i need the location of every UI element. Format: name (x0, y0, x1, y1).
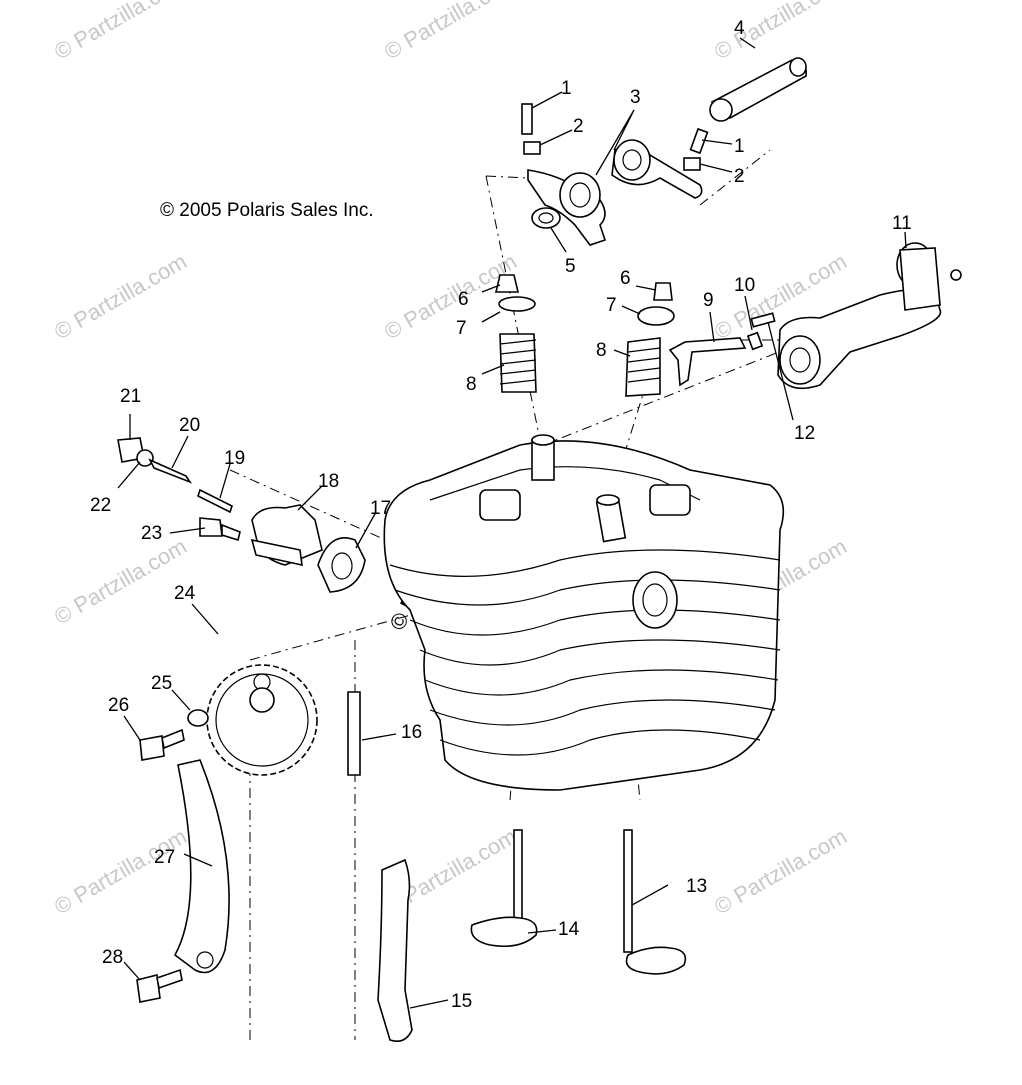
callout-2: 2 (573, 116, 584, 137)
callout-19: 19 (224, 448, 245, 469)
callout-14: 14 (558, 919, 580, 940)
callout-8: 8 (466, 374, 477, 395)
callout-12: 12 (794, 423, 815, 444)
gasket (317, 537, 366, 593)
callout-labels: 1 1 2 2 3 4 5 6 6 7 7 8 8 9 10 11 12 13 … (90, 18, 912, 1012)
watermark: © Partzilla.com (50, 824, 191, 920)
callout-1: 1 (734, 136, 745, 157)
watermark: © Partzilla.com (380, 249, 521, 345)
callout-6: 6 (458, 289, 469, 310)
callout-10: 10 (734, 275, 755, 296)
watermark: © Partzilla.com (50, 249, 191, 345)
callout-28: 28 (102, 947, 123, 968)
camshaft-assembly (668, 242, 962, 390)
leader-lines (117, 37, 907, 1009)
cam-chain (347, 691, 361, 776)
callout-20: 20 (179, 415, 200, 436)
chain-guide-front (377, 858, 413, 1043)
valves (470, 829, 687, 975)
callout-25: 25 (151, 673, 172, 694)
callout-15: 15 (451, 991, 472, 1012)
callout-23: 23 (141, 523, 162, 544)
cylinder-head (383, 434, 785, 791)
callout-1: 1 (561, 78, 572, 99)
callout-22: 22 (90, 495, 111, 516)
callout-7: 7 (606, 295, 617, 316)
callout-8: 8 (596, 340, 607, 361)
callout-2: 2 (734, 166, 745, 187)
watermark: © Partzilla.com (710, 824, 851, 920)
callout-9: 9 (703, 290, 714, 311)
callout-18: 18 (318, 471, 339, 492)
callout-5: 5 (565, 256, 576, 277)
watermark: © Partzilla.com (50, 534, 191, 630)
sprocket-fasteners (139, 709, 209, 761)
callout-11: 11 (892, 213, 912, 234)
callout-21: 21 (120, 386, 141, 407)
callout-6: 6 (620, 268, 631, 289)
copyright-text: © 2005 Polaris Sales Inc. (160, 200, 374, 221)
callout-17: 17 (370, 498, 391, 519)
watermark: © Partzilla.com (710, 0, 851, 64)
callout-13: 13 (686, 876, 707, 897)
tensioner-assembly (117, 437, 323, 567)
watermark: © Partzilla.com (380, 0, 521, 64)
callout-27: 27 (154, 847, 175, 868)
watermarks: © Partzilla.com © Partzilla.com © Partzi… (50, 0, 851, 919)
rocker-arms (521, 57, 808, 246)
callout-3: 3 (630, 87, 641, 108)
watermark: © Partzilla.com (50, 0, 191, 64)
callout-7: 7 (456, 318, 467, 339)
cam-sprocket (206, 664, 318, 776)
valve-train (494, 274, 675, 397)
callout-16: 16 (401, 722, 422, 743)
chain-guide-rear (173, 759, 230, 974)
callout-24: 24 (174, 583, 196, 604)
callout-4: 4 (734, 18, 745, 39)
guide-bolt (136, 974, 161, 1003)
callout-26: 26 (108, 695, 129, 716)
